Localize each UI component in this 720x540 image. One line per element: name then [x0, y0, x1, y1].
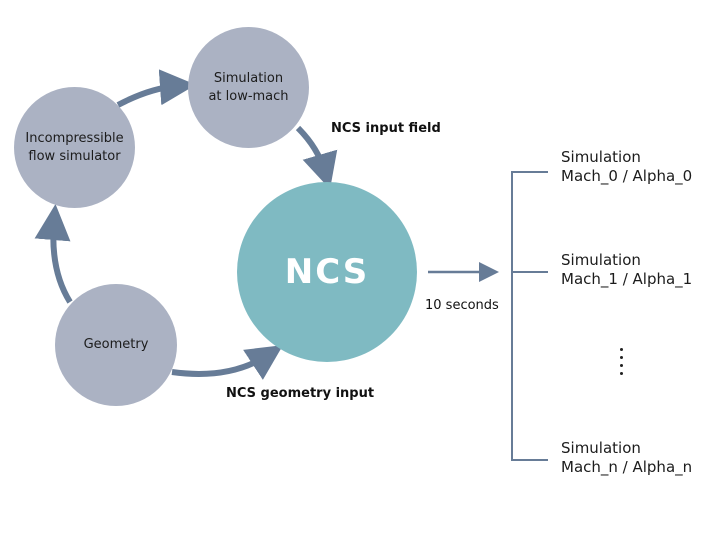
- output-simulation-0: Simulation Mach_0 / Alpha_0: [561, 148, 692, 186]
- output-1-params: Mach_1 / Alpha_1: [561, 270, 693, 288]
- node-incompressible-flow-simulator: Incompressible flow simulator: [14, 87, 135, 208]
- node-simulation-low-mach-label: Simulation at low-mach: [208, 70, 289, 104]
- arrow-geometry-to-incompressible: [34, 204, 73, 304]
- node-simulation-low-mach: Simulation at low-mach: [188, 27, 309, 148]
- vertical-ellipsis-icon: [620, 348, 624, 380]
- label-ncs-input-field: NCS input field: [331, 121, 441, 136]
- arrow-geometry-to-ncs: [171, 345, 284, 380]
- output-simulation-n: Simulation Mach_n / Alpha_n: [561, 439, 692, 477]
- arrow-simulation-to-ncs: [295, 125, 338, 190]
- node-ncs-label: NCS: [284, 252, 370, 292]
- output-n-title: Simulation: [561, 439, 641, 457]
- output-n-params: Mach_n / Alpha_n: [561, 458, 693, 476]
- output-simulation-1: Simulation Mach_1 / Alpha_1: [561, 251, 692, 289]
- output-0-title: Simulation: [561, 148, 641, 166]
- node-ncs: NCS: [237, 182, 417, 362]
- label-ncs-geometry-input: NCS geometry input: [226, 386, 375, 401]
- node-geometry: Geometry: [55, 284, 177, 406]
- arrow-incompressible-to-simulation: [116, 69, 196, 108]
- output-1-title: Simulation: [561, 251, 641, 269]
- label-duration: 10 seconds: [425, 298, 499, 313]
- node-incompressible-label: Incompressible flow simulator: [25, 130, 124, 164]
- output-0-params: Mach_0 / Alpha_0: [561, 167, 693, 185]
- node-geometry-label: Geometry: [83, 337, 149, 352]
